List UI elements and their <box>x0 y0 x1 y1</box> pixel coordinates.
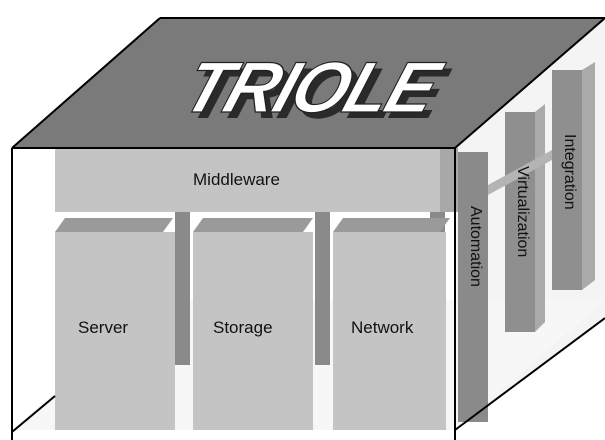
automation-bar <box>458 152 488 422</box>
cube-outline <box>11 17 605 440</box>
integration-bar <box>552 70 582 290</box>
bar-connector <box>488 150 552 195</box>
resource-columns <box>55 218 450 430</box>
diagram-title: TRIOLE <box>174 47 453 128</box>
server-column <box>55 218 175 430</box>
server-label: Server <box>78 318 129 337</box>
storage-column <box>193 218 313 430</box>
virtualization-bar <box>505 112 535 332</box>
network-column <box>333 218 450 430</box>
storage-label: Storage <box>213 318 273 337</box>
middleware-label: Middleware <box>193 170 280 189</box>
title-shadow: TRIOLE <box>180 53 459 134</box>
automation-label: Automation <box>467 206 484 287</box>
side-bars <box>458 62 595 422</box>
network-label: Network <box>351 318 414 337</box>
cube-top-face <box>12 18 605 148</box>
middleware-bar <box>55 148 440 212</box>
middleware-bar-side <box>440 148 458 212</box>
integration-label: Integration <box>561 134 578 210</box>
integration-bar-side <box>582 62 595 290</box>
virtualization-label: Virtualization <box>514 166 531 258</box>
virtualization-bar-side <box>535 104 545 332</box>
